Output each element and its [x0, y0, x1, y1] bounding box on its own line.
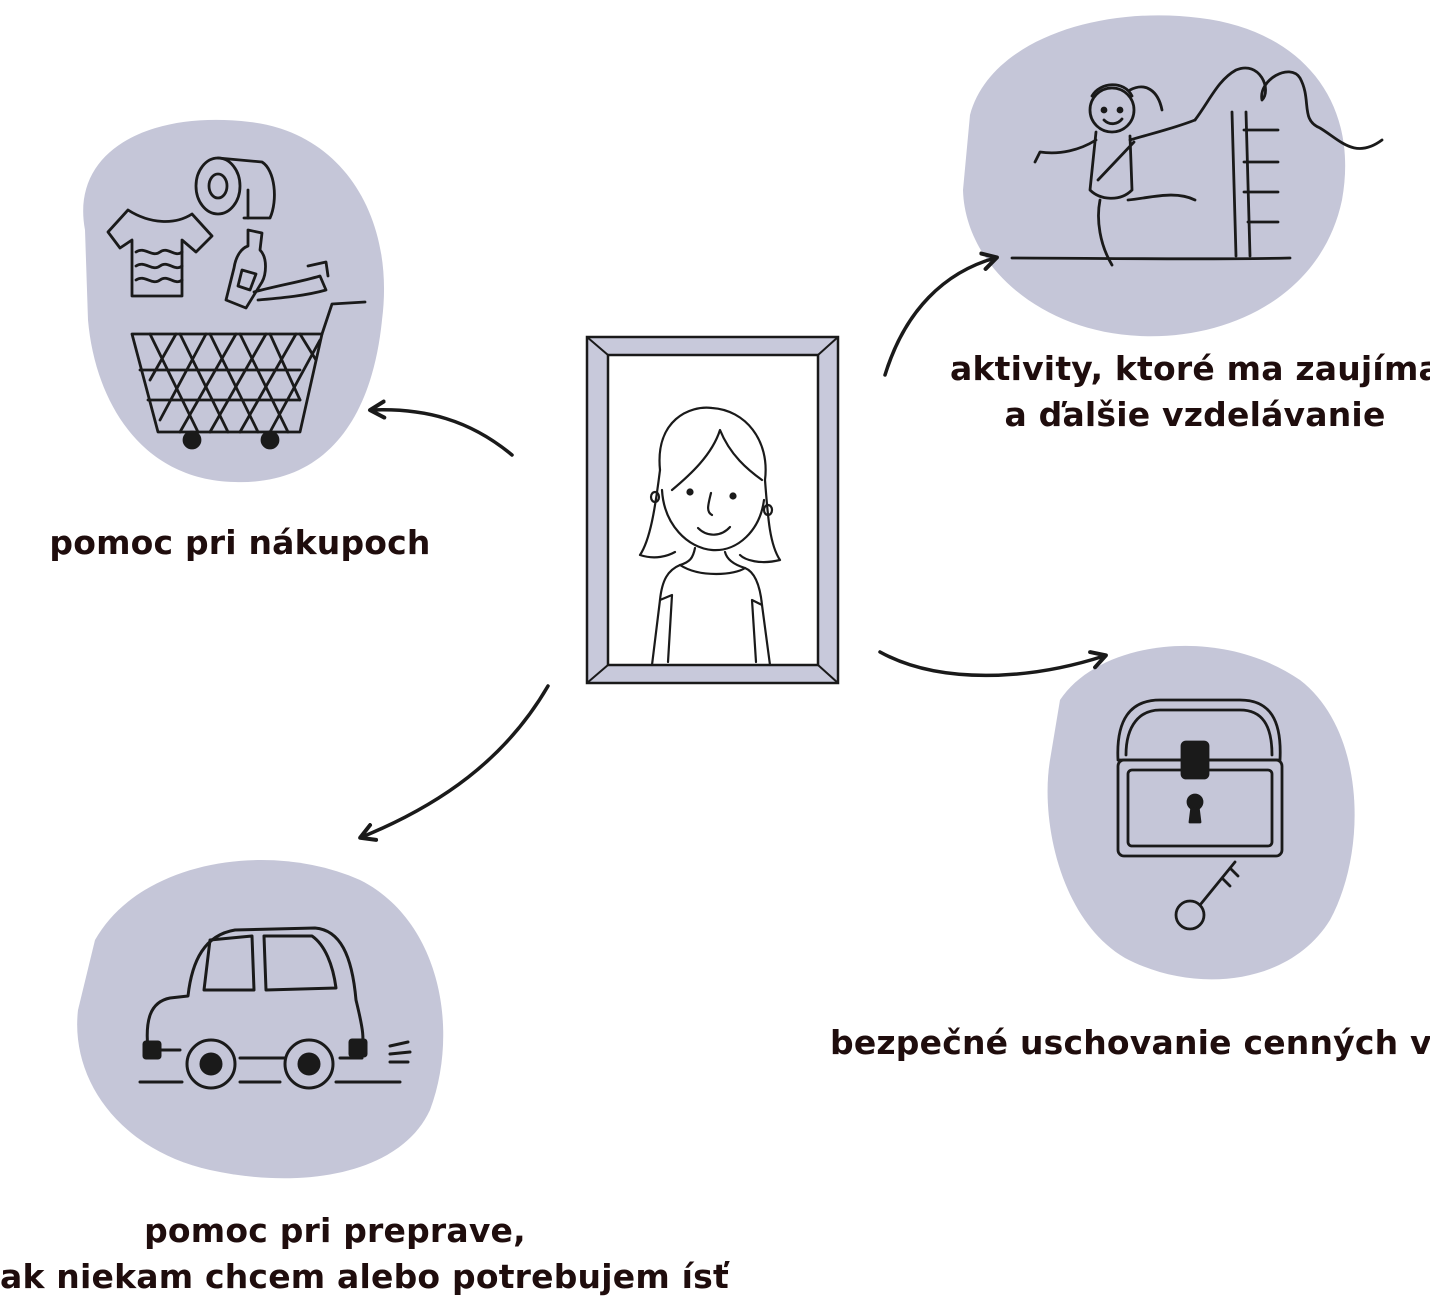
gymnast-ribbon-icon — [1010, 66, 1384, 267]
label-activities: aktivity, ktoré ma zaujímajú a ďalšie vz… — [950, 346, 1430, 438]
label-activities-line-1: aktivity, ktoré ma zaujímajú — [950, 349, 1430, 388]
portrait-frame — [585, 335, 840, 685]
treasure-chest-icon — [1116, 698, 1284, 931]
shopping-blob — [83, 119, 385, 483]
car-icon — [138, 926, 412, 1090]
label-transport: pomoc pri preprave, ak niekam chcem aleb… — [0, 1208, 729, 1300]
arrow-to-shopping — [368, 399, 514, 457]
activities-blob — [963, 15, 1346, 337]
label-activities-line-2: a ďalšie vzdelávanie — [1004, 395, 1386, 434]
shopping-cart-icon — [106, 156, 367, 450]
arrow-to-storage — [878, 650, 1108, 678]
label-storage-line-1: bezpečné uschovanie cenných vecí — [830, 1023, 1430, 1062]
label-shopping: pomoc pri nákupoch — [40, 520, 440, 566]
label-storage: bezpečné uschovanie cenných vecí — [830, 1020, 1430, 1066]
label-shopping-line-1: pomoc pri nákupoch — [49, 523, 431, 562]
label-transport-line-2: ak niekam chcem alebo potrebujem ísť — [0, 1257, 729, 1296]
arrow-to-activities — [883, 251, 999, 377]
arrow-to-transport — [358, 684, 550, 842]
label-transport-line-1: pomoc pri preprave, — [144, 1211, 526, 1250]
storage-blob — [1047, 645, 1355, 980]
woman-portrait-icon — [638, 406, 782, 667]
transport-blob — [77, 860, 444, 1179]
